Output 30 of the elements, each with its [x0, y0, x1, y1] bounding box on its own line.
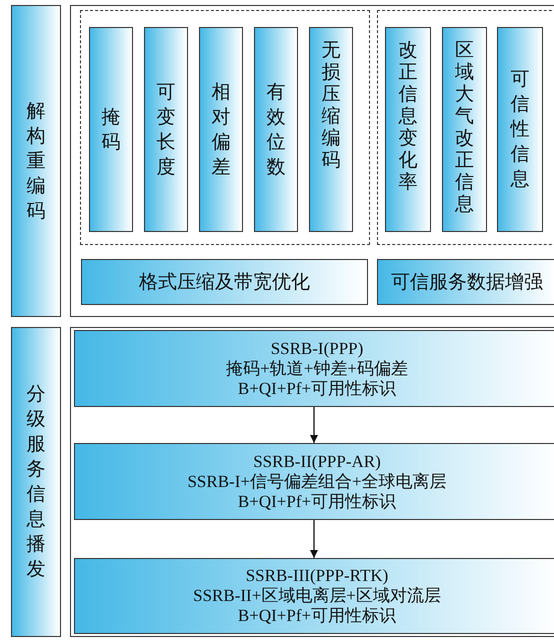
process-box: 无损压缩编码	[309, 27, 353, 232]
box-text: SSRB-III(PPP-RTK)	[246, 566, 388, 586]
arrow	[310, 407, 318, 443]
box-text: SSRB-I+信号偏差组合+全球电离层	[187, 472, 447, 492]
process-box: 有效位数	[254, 27, 298, 232]
panel-frame	[70, 327, 554, 637]
process-box	[74, 558, 554, 634]
process-box: 可信服务数据增强	[377, 259, 554, 305]
box-text: 掩码+轨道+钟差+码偏差	[226, 358, 408, 378]
process-box: 可变长度	[144, 27, 188, 232]
dashed-group-frame	[377, 10, 554, 245]
box-text: SSRB-I(PPP)	[270, 338, 364, 358]
process-box	[74, 330, 554, 407]
process-box: 掩码	[89, 27, 133, 232]
side-band: 分级服务信息播发	[11, 327, 61, 637]
process-box: 区域大气改正信息	[442, 27, 487, 232]
arrow	[310, 520, 318, 558]
box-text: B+QI+Pf+可用性标识	[238, 492, 396, 512]
process-box: 改正信息变化率	[385, 27, 431, 232]
process-box: 格式压缩及带宽优化	[81, 259, 368, 305]
box-text: SSRB-II+区域电离层+区域对流层	[193, 586, 441, 606]
side-band: 解构重编码	[11, 5, 61, 317]
process-box: 可信性信息	[497, 27, 543, 232]
process-box	[74, 443, 554, 520]
process-box: 相对偏差	[199, 27, 243, 232]
box-text: B+QI+Pf+可用性标识	[238, 378, 396, 398]
panel-frame	[70, 5, 554, 317]
box-text: SSRB-II(PPP-AR)	[253, 452, 381, 472]
dashed-group-frame	[80, 10, 370, 245]
box-text: B+QI+Pf+可用性标识	[238, 606, 396, 626]
